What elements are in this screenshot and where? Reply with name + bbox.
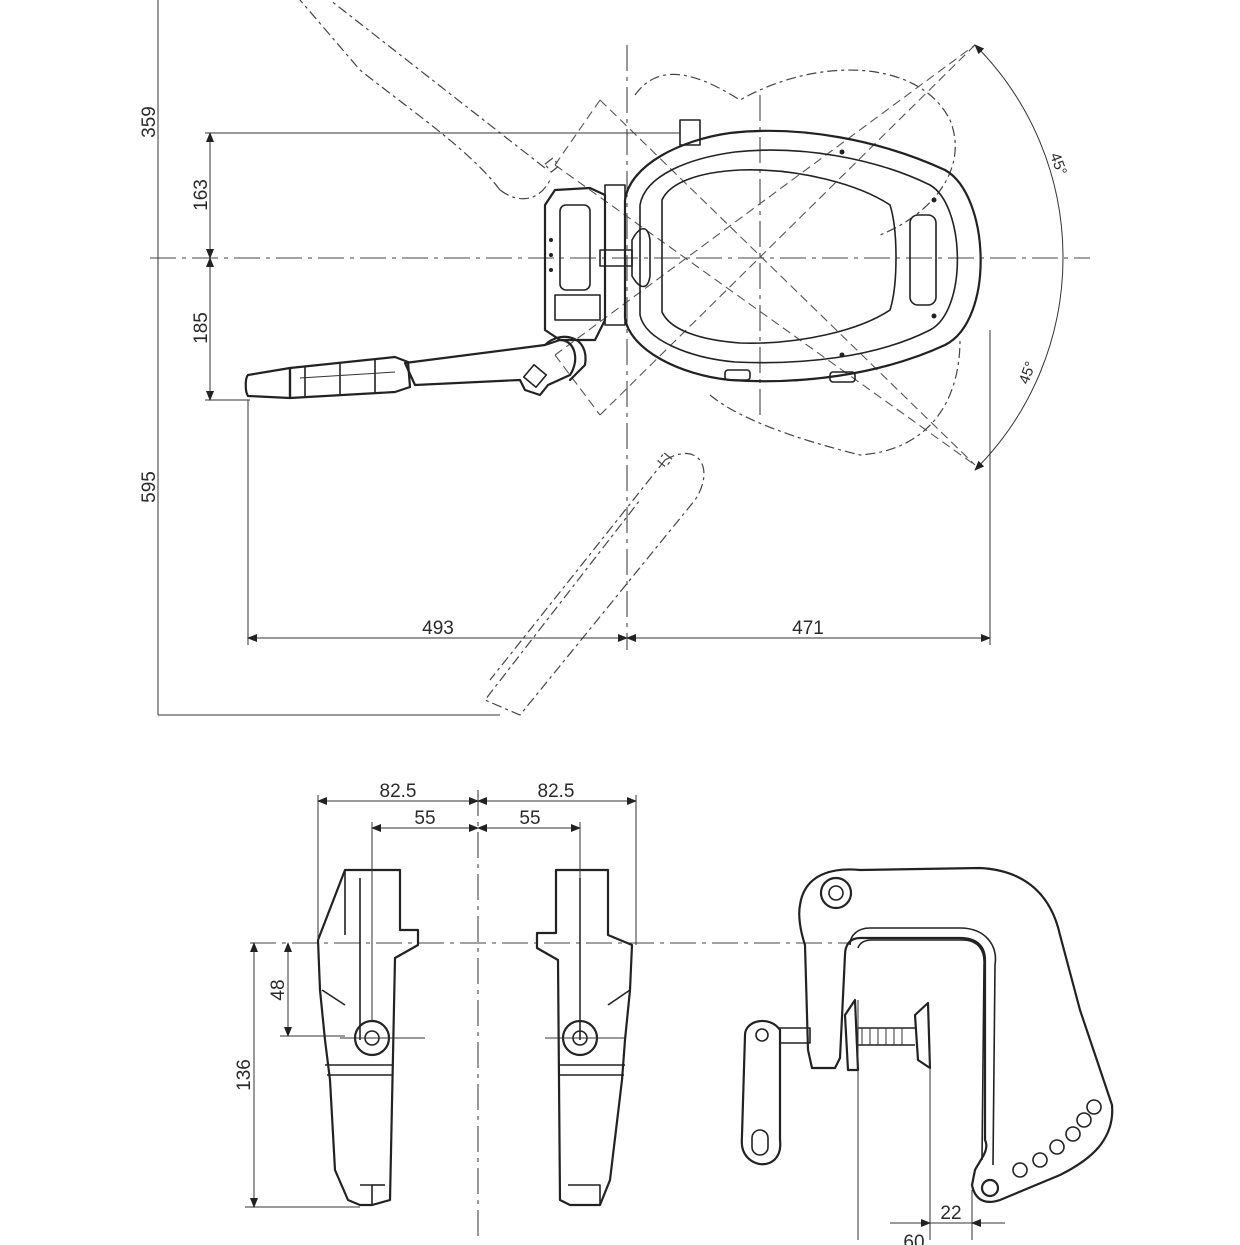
top-view: 45° 45° [139, 0, 1090, 716]
dim-55-right: 55 [519, 808, 540, 829]
adjustment-holes [1012, 1099, 1102, 1178]
bracket-right [535, 868, 634, 1207]
clamp-screw [779, 998, 932, 1072]
bracket-views: 82.5 82.5 55 55 48 136 [234, 781, 850, 1240]
ghost-engine-upper [299, 0, 956, 236]
clamp-side-view: 22 60 [740, 866, 1114, 1245]
ghost-engine-lower [484, 339, 961, 716]
angle-upper-label: 45° [1046, 151, 1070, 178]
dim-493: 493 [422, 618, 454, 639]
cowl-handle [909, 214, 937, 306]
tiller-handle [244, 335, 587, 400]
dim-163: 163 [191, 179, 212, 211]
dim-82-5-right: 82.5 [538, 781, 575, 802]
dim-82-5-left: 82.5 [380, 781, 417, 802]
top-view-dimensions: 359 163 185 595 493 471 [139, 0, 991, 716]
tiller-end-cap [244, 366, 292, 400]
bracket-dimensions: 82.5 82.5 55 55 48 136 [234, 781, 637, 1208]
swing-angle-arc: 45° 45° [974, 44, 1070, 471]
dim-136: 136 [234, 1059, 255, 1091]
dim-595: 595 [139, 471, 160, 503]
dim-185: 185 [191, 312, 212, 344]
clamp-assembly-top [543, 184, 651, 342]
dim-22: 22 [940, 1203, 961, 1224]
clamp-dimensions: 22 60 [857, 1000, 1005, 1245]
dim-471: 471 [792, 618, 824, 639]
clamp-crank-handle [740, 1019, 782, 1166]
angle-lower-label: 45° [1016, 359, 1040, 386]
engine-cowl [623, 119, 982, 383]
swing-construction-lines [554, 44, 976, 466]
tiller-knob [631, 227, 651, 288]
clamp-frame [798, 866, 1114, 1203]
dim-359: 359 [139, 106, 160, 138]
dim-48: 48 [268, 979, 289, 1000]
dim-60: 60 [903, 1232, 924, 1245]
bracket-left [316, 868, 425, 1207]
dim-55-left: 55 [414, 808, 435, 829]
clamp-pad [913, 1001, 932, 1070]
